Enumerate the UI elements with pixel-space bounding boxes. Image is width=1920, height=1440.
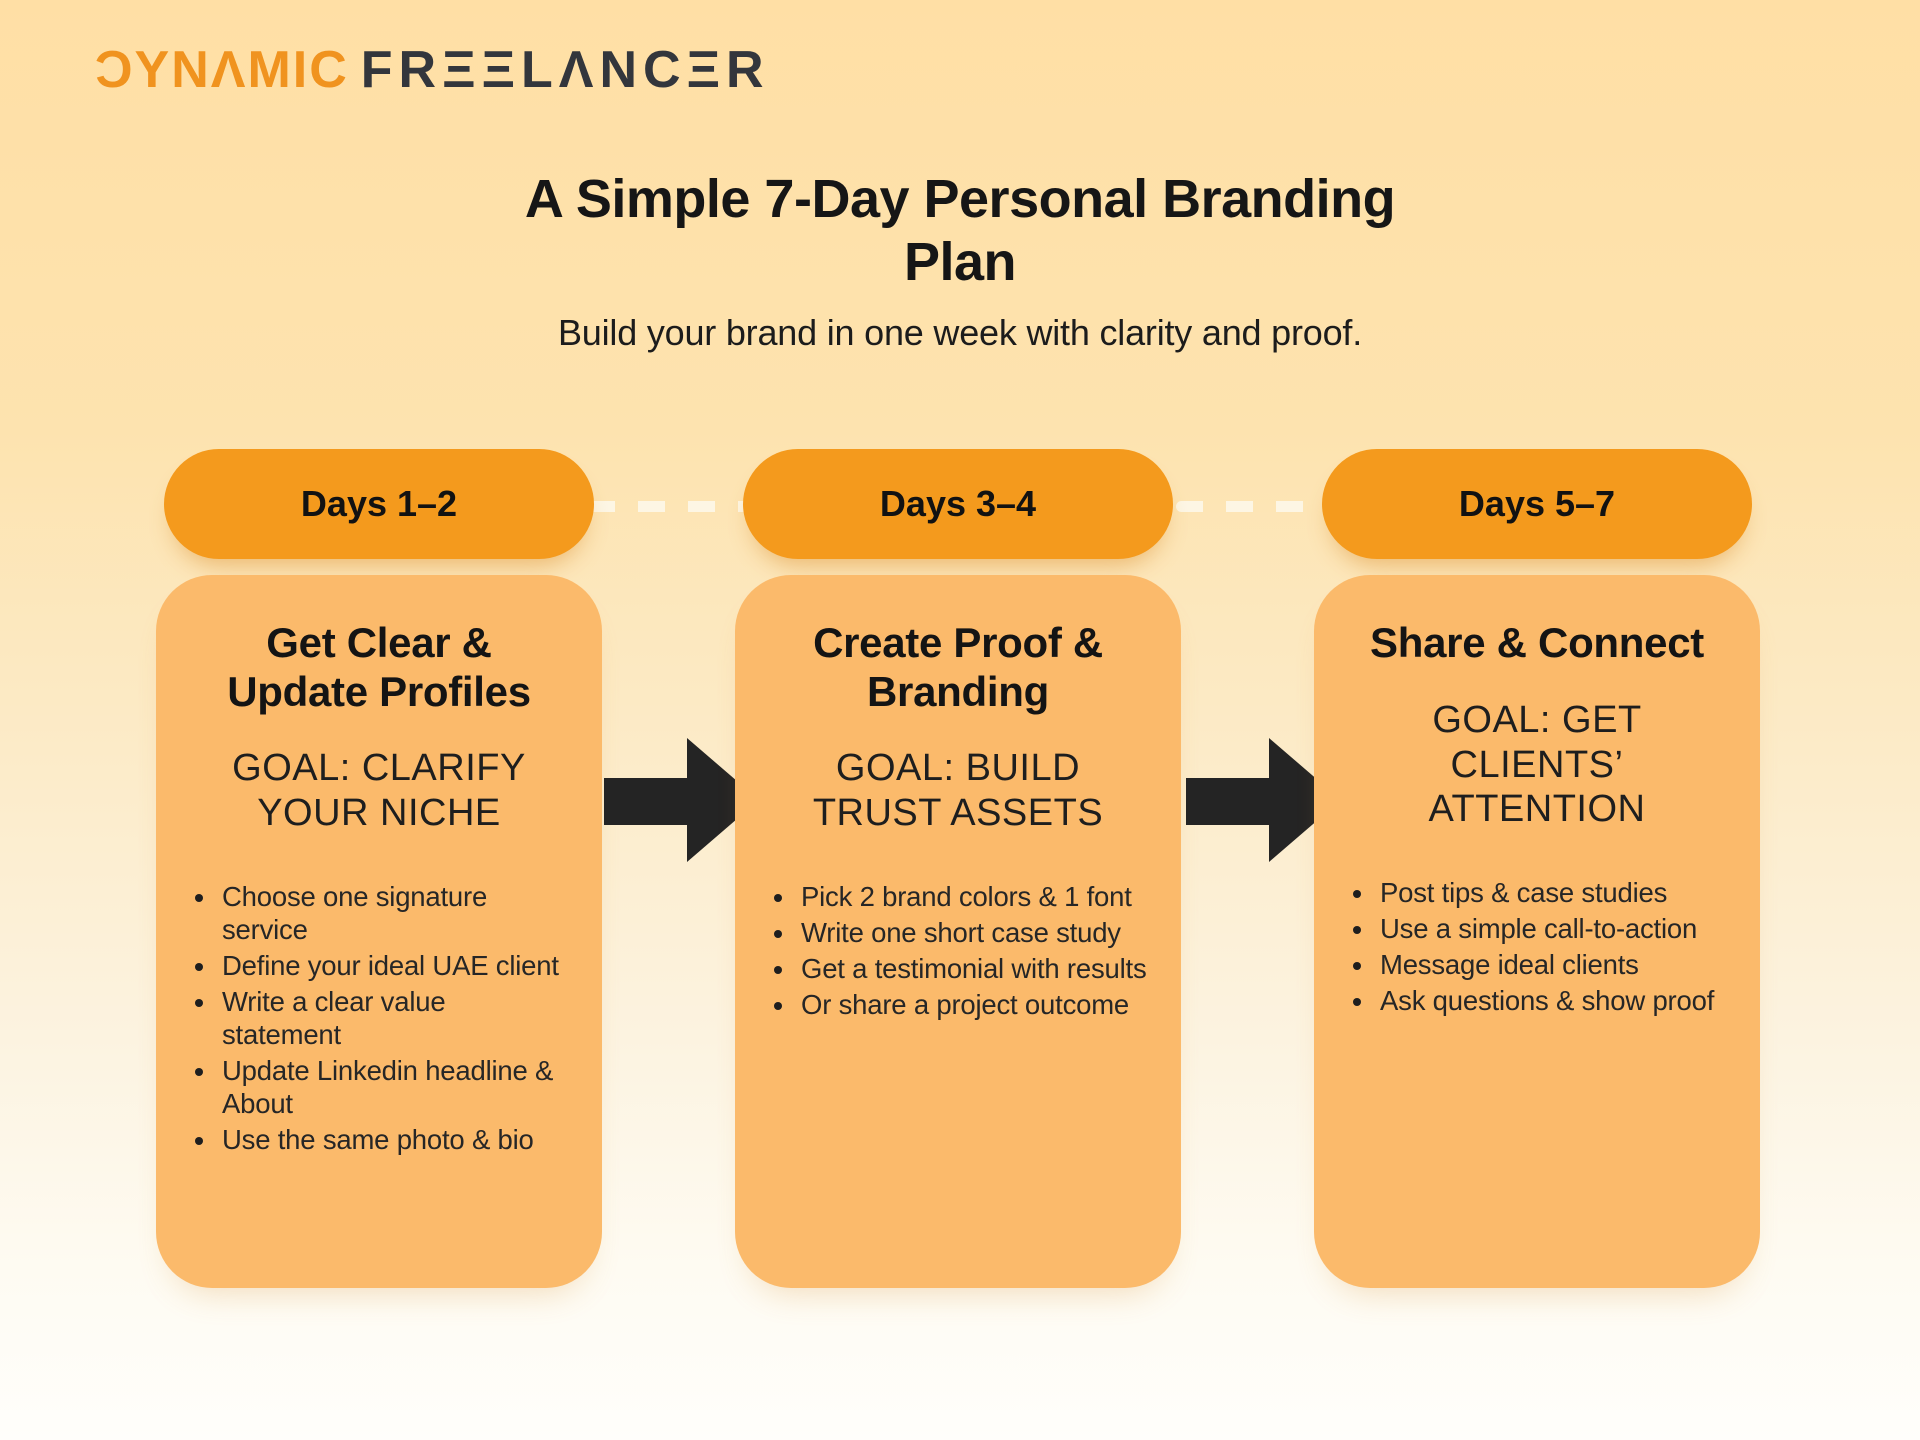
card-days-1-2: Get Clear & Update Profiles GOAL: CLARIF…: [156, 575, 602, 1288]
logo-word-dynamic: ƆYNΛMIC: [95, 41, 349, 99]
bullet-item: Pick 2 brand colors & 1 font: [797, 880, 1147, 913]
card-bullet-list: Pick 2 brand colors & 1 fontWrite one sh…: [769, 880, 1147, 1021]
bullet-item: Use the same photo & bio: [218, 1123, 568, 1156]
card-bullet-list: Choose one signature serviceDefine your …: [190, 880, 568, 1156]
right-arrow-icon-1: [604, 737, 760, 863]
card-title: Share & Connect: [1370, 619, 1704, 666]
card-goal: GOAL: GET CLIENTS’ ATTENTION: [1428, 698, 1646, 831]
bullet-item: Update Linkedin headline & About: [218, 1054, 568, 1120]
card-bullet-list: Post tips & case studiesUse a simple cal…: [1348, 876, 1726, 1017]
page-subtitle: Build your brand in one week with clarit…: [557, 312, 1363, 354]
dashed-connector-1: [588, 501, 750, 512]
card-title: Get Clear & Update Profiles: [227, 619, 531, 715]
bullet-item: Write a clear value statement: [218, 985, 568, 1051]
column-days-1-2: Days 1–2 Get Clear & Update Profiles GOA…: [156, 449, 602, 1288]
dashed-connector-2: [1176, 501, 1328, 512]
bullet-item: Write one short case study: [797, 916, 1147, 949]
bullet-item: Message ideal clients: [1376, 948, 1726, 981]
days-pill-1: Days 1–2: [164, 449, 594, 559]
column-days-5-7: Days 5–7 Share & Connect GOAL: GET CLIEN…: [1314, 449, 1760, 1288]
card-days-3-4: Create Proof & Branding GOAL: BUILD TRUS…: [735, 575, 1181, 1288]
header: A Simple 7-Day Personal Branding Plan Bu…: [0, 168, 1920, 354]
bullet-item: Post tips & case studies: [1376, 876, 1726, 909]
days-pill-2: Days 3–4: [743, 449, 1173, 559]
bullet-item: Ask questions & show proof: [1376, 984, 1726, 1017]
column-days-3-4: Days 3–4 Create Proof & Branding GOAL: B…: [735, 449, 1181, 1288]
bullet-item: Use a simple call-to-action: [1376, 912, 1726, 945]
bullet-item: Or share a project outcome: [797, 988, 1147, 1021]
card-days-5-7: Share & Connect GOAL: GET CLIENTS’ ATTEN…: [1314, 575, 1760, 1288]
card-title: Create Proof & Branding: [813, 619, 1103, 715]
card-goal: GOAL: BUILD TRUST ASSETS: [812, 747, 1104, 835]
days-pill-3: Days 5–7: [1322, 449, 1752, 559]
page-title: A Simple 7-Day Personal Branding Plan: [524, 169, 1396, 293]
bullet-item: Define your ideal UAE client: [218, 949, 568, 982]
logo-word-freelancer: FRΞΞLΛNCΞR: [360, 41, 770, 99]
bullet-item: Get a testimonial with results: [797, 952, 1147, 985]
card-goal: GOAL: CLARIFY YOUR NICHE: [232, 747, 526, 835]
right-arrow-icon-2: [1186, 737, 1342, 863]
bullet-item: Choose one signature service: [218, 880, 568, 946]
